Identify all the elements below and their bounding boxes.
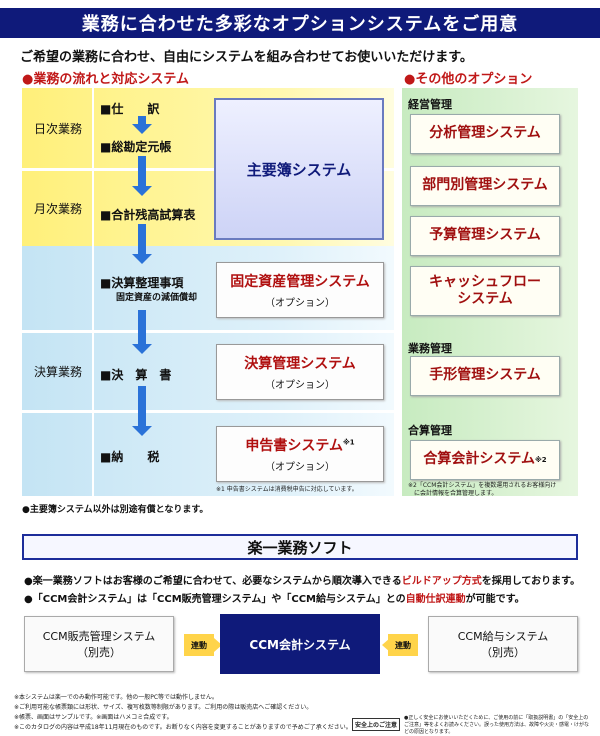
down-arrow-icon	[132, 310, 152, 354]
footnote: ※帳票、画面はサンプルです。※画面はハメコミ合成です。	[14, 714, 173, 721]
down-arrow-icon	[132, 386, 152, 436]
system-gassan: 合算会計システム※2	[410, 440, 560, 480]
kyuyo-system-sub: （別売）	[481, 646, 525, 659]
note-mark-1: ※1	[342, 438, 355, 447]
option-kessan-sub: （オプション）	[265, 380, 335, 391]
step-souchou: ■総勘定元帳	[100, 140, 172, 154]
safety-notice: 安全上のご注意 ●正しく安全にお使いいただくために、ご使用の前に「取扱説明書」の…	[352, 714, 590, 735]
rendo-arrow-left: 連動	[184, 634, 214, 656]
note-2-line1: ※2「CCM会計システム」を複数運用されるお客様向け	[408, 482, 557, 489]
note-1: ※1 申告書システムは消費税申告に対応しています。	[216, 486, 358, 493]
main-system-note: ●主要簿システム以外は別途有償となります。	[22, 505, 209, 515]
step-seiri: ■決算整理事項	[100, 276, 184, 290]
row-separator	[22, 410, 394, 413]
option-shinkoku-box: 申告書システム※1 （オプション）	[216, 426, 384, 482]
section-title: 楽一業務ソフト	[22, 534, 578, 560]
down-arrow-icon	[132, 224, 152, 264]
flow-heading: ●業務の流れと対応システム	[22, 72, 189, 87]
group-gyoumu: 業務管理	[408, 342, 452, 355]
intro-text: ご希望の業務に合わせ、自由にシステムを組み合わせてお使いいただけます。	[20, 50, 473, 65]
group-goukei: 合算管理	[408, 424, 452, 437]
bullet-buildup-pre: ●楽一業務ソフトはお客様のご希望に合わせて、必要なシステムから順次導入できる	[24, 576, 402, 587]
system-tegata: 手形管理システム	[410, 356, 560, 396]
other-options-heading: ●その他のオプション	[404, 72, 533, 87]
system-cashflow: キャッシュフロー システム	[410, 266, 560, 316]
option-shinkoku-title: 申告書システム	[245, 438, 343, 454]
system-gassan-title: 合算会計システム	[423, 451, 535, 468]
option-kessan-title: 決算管理システム	[244, 356, 356, 372]
system-bunseki: 分析管理システム	[410, 114, 560, 154]
hanbai-system-box: CCM販売管理システム （別売）	[24, 616, 174, 672]
step-nouzei: ■納 税	[100, 450, 160, 464]
rendo-arrow-right: 連動	[388, 634, 418, 656]
bullet-rendo: ●「CCM会計システム」は「CCM販売管理システム」や「CCM給与システム」との…	[24, 590, 525, 605]
footnote: ※本システムは楽一でのみ動作可能です。他の一般PC等では動作しません。	[14, 694, 218, 701]
kyuyo-system-box: CCM給与システム （別売）	[428, 616, 578, 672]
step-seiri-sub: 固定資産の減価償却	[116, 293, 198, 303]
category-monthly: 月次業務	[33, 202, 82, 216]
bullet-rendo-pre: ●「CCM会計システム」は「CCM販売管理システム」や「CCM給与システム」との	[24, 594, 406, 605]
kyuyo-system-title: CCM給与システム	[457, 630, 549, 643]
hanbai-system-title: CCM販売管理システム	[42, 630, 156, 643]
system-bumon: 部門別管理システム	[410, 166, 560, 206]
note-mark-2: ※2	[534, 455, 547, 464]
bullet-buildup-post: を採用しております。	[481, 576, 581, 587]
option-kotei-title: 固定資産管理システム	[230, 274, 370, 290]
category-closing: 決算業務	[33, 364, 82, 379]
bullet-buildup-red: ビルドアップ方式	[401, 576, 482, 587]
system-yosan: 予算管理システム	[410, 216, 560, 256]
footnote: ※このカタログの内容は平成18年11月現在のものです。お断りなく内容を変更するこ…	[14, 724, 352, 731]
group-keiei: 経営管理	[408, 98, 452, 111]
footnote: ※ご利用可能な帳票類には形状、サイズ、複写枚数等制限があります。ご利用の際は販売…	[14, 704, 313, 711]
step-goukei: ■合計残高試算表	[100, 208, 196, 222]
arrow-right-icon	[214, 638, 222, 652]
row-separator	[22, 168, 394, 171]
page-banner: 業務に合わせた多彩なオプションシステムをご用意	[0, 8, 600, 38]
ccm-kaikei-box: CCM会計システム	[220, 614, 380, 674]
safety-text: ●正しく安全にお使いいただくために、ご使用の前に「取扱説明書」の「安全上のご注意…	[404, 714, 590, 735]
row-separator	[22, 330, 394, 333]
note-2-line2: に会計情報を合算管理します。	[414, 490, 498, 497]
arrow-left-icon	[382, 638, 390, 652]
option-shinkoku-sub: （オプション）	[265, 462, 335, 473]
bullet-rendo-red: 自動仕訳連動	[405, 594, 466, 605]
bullet-buildup: ●楽一業務ソフトはお客様のご希望に合わせて、必要なシステムから順次導入できるビル…	[24, 572, 580, 587]
system-cashflow-line2: システム	[457, 291, 513, 307]
column-separator	[92, 88, 94, 496]
step-shiwake: ■仕 訳	[100, 102, 160, 116]
down-arrow-icon	[132, 116, 152, 134]
safety-label: 安全上のご注意	[352, 717, 401, 731]
step-kessansho: ■決 算 書	[100, 368, 172, 382]
main-system-box: 主要簿システム	[214, 98, 384, 240]
option-kotei-sub: （オプション）	[265, 298, 335, 309]
down-arrow-icon	[132, 156, 152, 196]
hanbai-system-sub: （別売）	[77, 646, 121, 659]
system-cashflow-line1: キャッシュフロー	[429, 273, 541, 290]
category-daily: 日次業務	[33, 121, 82, 136]
bullet-rendo-post: が可能です。	[465, 594, 525, 605]
option-kotei-box: 固定資産管理システム （オプション）	[216, 262, 384, 318]
option-kessan-box: 決算管理システム （オプション）	[216, 344, 384, 400]
